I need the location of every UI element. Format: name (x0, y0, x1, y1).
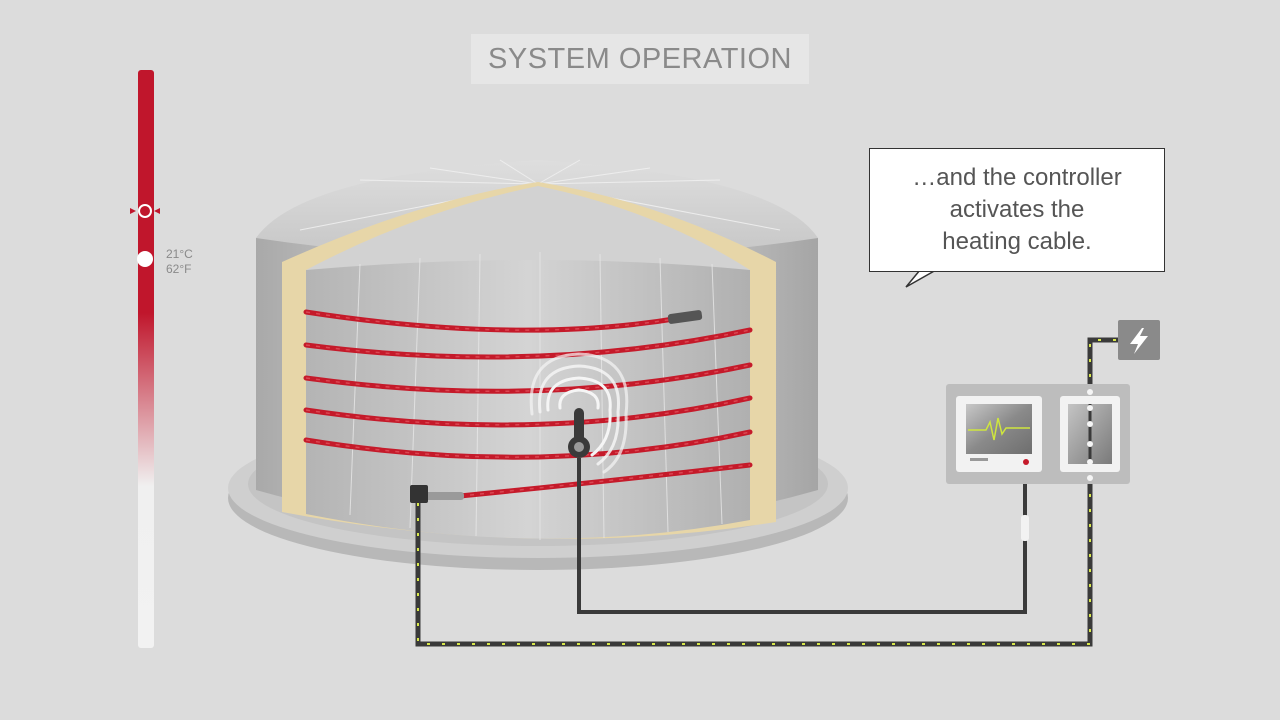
controller-screen (966, 404, 1032, 454)
callout-line-1: …and the controller (912, 164, 1122, 191)
callout-line-3: heating cable. (942, 228, 1092, 255)
thermometer-bar (138, 70, 154, 648)
temperature-celsius: 21°C (166, 247, 193, 261)
temperature-fahrenheit: 62°F (166, 262, 192, 276)
cable-end-cap-icon (667, 310, 703, 324)
power-connection-box-icon (410, 485, 428, 503)
section-title-text: SYSTEM OPERATION (488, 42, 792, 75)
current-temp-marker-icon (137, 251, 153, 267)
temperature-sensor (568, 408, 590, 458)
callout-line-2: activates the (949, 196, 1085, 223)
heating-cable-highlights (305, 311, 751, 497)
setpoint-marker-icon (138, 204, 152, 218)
setpoint-arrow-left-icon (130, 208, 136, 214)
wireless-signal-icon (529, 352, 629, 474)
cable-routing (415, 337, 1118, 647)
waveform-icon (968, 417, 1030, 441)
callout-tail (905, 269, 939, 288)
lightning-bolt-icon (1118, 320, 1160, 360)
temperature-readout: 21°C 62°F (166, 247, 193, 277)
section-title: SYSTEM OPERATION (471, 34, 809, 84)
setpoint-arrow-right-icon (154, 208, 160, 214)
cable-gland (1021, 515, 1029, 541)
storage-tank (228, 159, 848, 570)
explanation-callout: …and the controller activates the heatin… (869, 148, 1165, 272)
controller-panel (946, 384, 1130, 484)
power-connection-sleeve (420, 492, 464, 500)
status-led-icon (1023, 459, 1029, 465)
thermometer (130, 70, 160, 648)
